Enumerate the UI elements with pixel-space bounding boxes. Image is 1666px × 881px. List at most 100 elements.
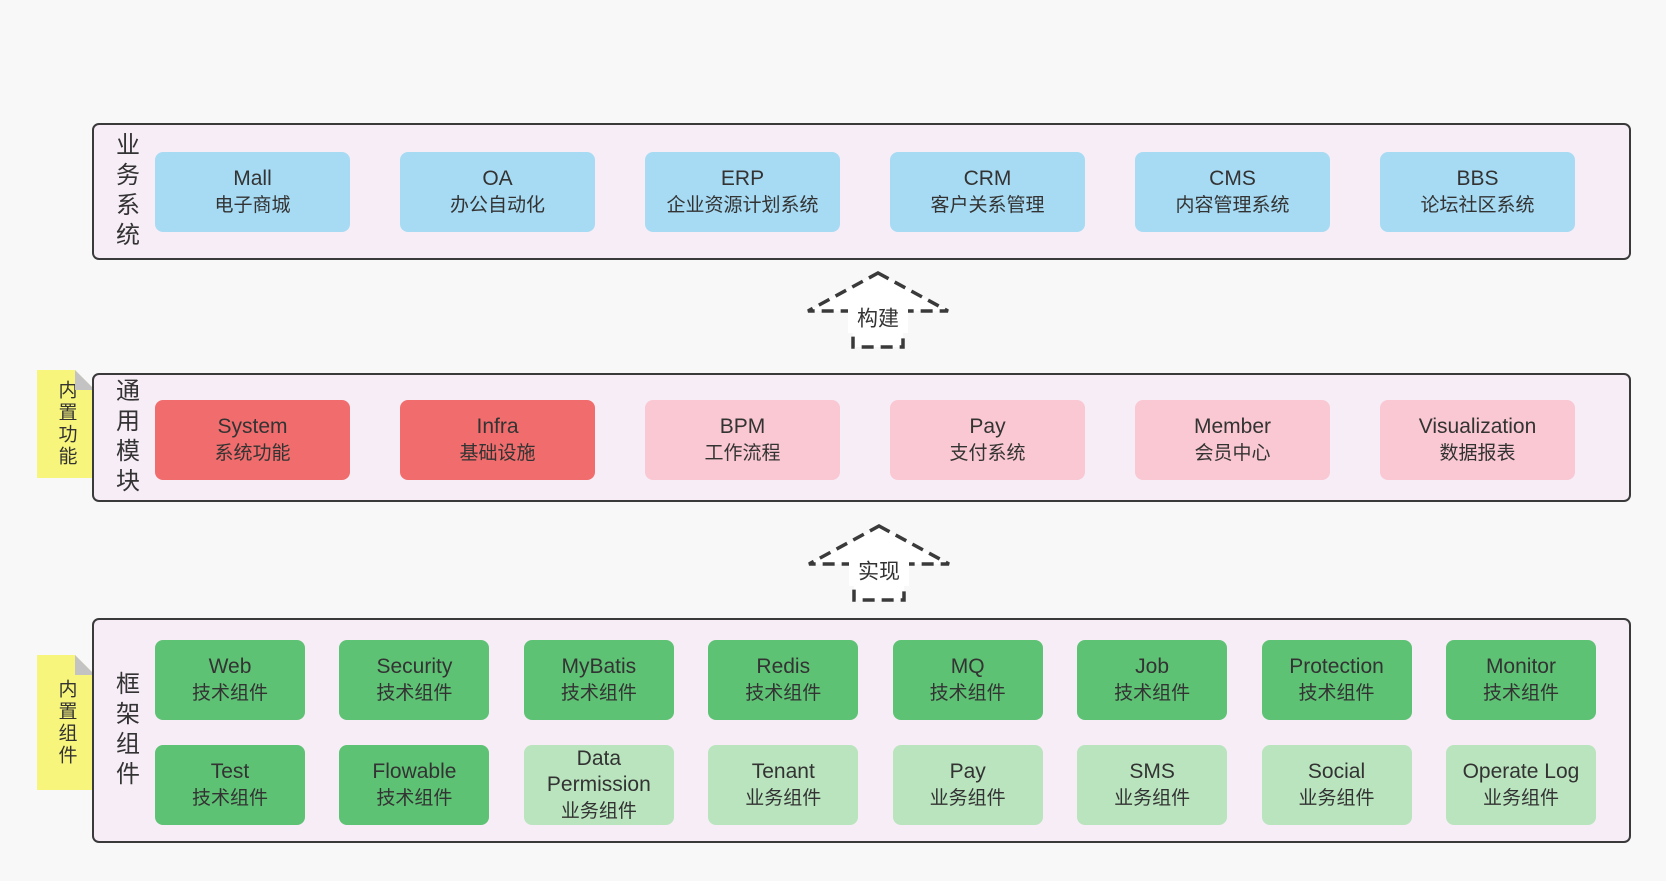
module-box-bpm: BPM 工作流程 [645,400,840,480]
box-subtitle: 技术组件 [1482,683,1559,705]
box-subtitle: 工作流程 [704,443,781,465]
box-subtitle: 技术组件 [1298,683,1375,705]
box-title: Mall [233,167,272,190]
folded-corner-icon [75,655,95,675]
box-subtitle: 技术组件 [560,683,637,705]
box-subtitle: 技术组件 [745,683,822,705]
box-title: CMS [1209,167,1256,190]
box-title: BBS [1456,167,1499,190]
box-subtitle: 业务组件 [1298,788,1375,810]
box-title: OA [482,167,513,190]
band-boxes-row-1: Web 技术组件 Security 技术组件 MyBatis 技术组件 Redi… [155,640,1596,720]
band-label: 业务系统 [111,131,139,252]
box-subtitle: 技术组件 [191,683,268,705]
box-title: MyBatis [561,655,637,678]
box-title: Tenant [751,760,815,783]
box-subtitle: 技术组件 [191,788,268,810]
box-title: ERP [720,167,765,190]
arrow-label: 实现 [858,561,900,584]
box-title: Web [208,655,252,678]
component-box-monitor: Monitor 技术组件 [1445,640,1596,720]
box-title: System [217,415,288,438]
box-subtitle: 办公自动化 [449,195,545,217]
arrow-implement-up: 实现 [808,524,950,602]
box-title: Member [1193,415,1272,438]
module-box-member: Member 会员中心 [1135,400,1330,480]
component-box-tenant: Tenant 业务组件 [708,745,859,825]
component-box-security: Security 技术组件 [339,640,490,720]
box-subtitle: 业务组件 [1114,788,1191,810]
sticky-label: 内置组件 [55,678,77,767]
module-box-erp: ERP 企业资源计划系统 [645,152,840,232]
module-box-mall: Mall 电子商城 [155,152,350,232]
box-title: CRM [963,167,1012,190]
box-subtitle: 技术组件 [376,683,453,705]
box-title: Visualization [1418,415,1537,438]
box-subtitle: 会员中心 [1194,443,1271,465]
component-box-mybatis: MyBatis 技术组件 [523,640,674,720]
component-box-test: Test 技术组件 [155,745,305,825]
box-subtitle: 内容管理系统 [1175,195,1290,217]
component-box-flowable: Flowable 技术组件 [339,745,490,825]
component-box-protection: Protection 技术组件 [1261,640,1412,720]
folded-corner-icon [75,370,95,390]
box-subtitle: 基础设施 [459,443,536,465]
band-boxes: System 系统功能 Infra 基础设施 BPM 工作流程 Pay 支付系统… [155,400,1575,480]
band-boxes-row-2: Test 技术组件 Flowable 技术组件 Data Permission … [155,745,1596,825]
component-box-operate-log: Operate Log 业务组件 [1445,745,1596,825]
component-box-data-permission: Data Permission 业务组件 [523,745,674,825]
component-box-social: Social 业务组件 [1261,745,1412,825]
sticky-label: 内置功能 [55,380,77,468]
component-box-job: Job 技术组件 [1077,640,1228,720]
box-subtitle: 支付系统 [949,443,1026,465]
sticky-note-built-in-features: 内置功能 [37,370,95,478]
box-subtitle: 电子商城 [214,195,291,217]
box-title: Job [1135,655,1170,678]
box-title: Pay [949,760,986,783]
box-title: Security [376,655,453,678]
box-title: Test [210,760,250,783]
module-box-cms: CMS 内容管理系统 [1135,152,1330,232]
box-subtitle: 论坛社区系统 [1420,195,1535,217]
box-title: Flowable [372,760,457,783]
band-label: 框架组件 [111,670,139,791]
box-subtitle: 业务组件 [560,800,637,822]
box-title: MQ [950,655,985,678]
box-subtitle: 业务组件 [1482,788,1559,810]
box-subtitle: 企业资源计划系统 [666,195,819,217]
box-title: BPM [719,415,766,438]
arrow-label: 构建 [857,308,899,331]
component-box-mq: MQ 技术组件 [892,640,1043,720]
box-subtitle: 系统功能 [214,443,291,465]
module-box-visualization: Visualization 数据报表 [1380,400,1575,480]
module-box-crm: CRM 客户关系管理 [890,152,1085,232]
module-box-oa: OA 办公自动化 [400,152,595,232]
box-title: Monitor [1485,655,1556,678]
band-business-systems: 业务系统 Mall 电子商城 OA 办公自动化 ERP 企业资源计划系统 CRM… [92,123,1631,260]
band-label: 通用模块 [111,377,139,498]
box-subtitle: 数据报表 [1439,443,1516,465]
band-boxes: Mall 电子商城 OA 办公自动化 ERP 企业资源计划系统 CRM 客户关系… [155,152,1575,232]
box-title: Social [1307,760,1366,783]
box-title: Pay [969,415,1006,438]
band-framework-components: 框架组件 Web 技术组件 Security 技术组件 MyBatis 技术组件… [92,618,1631,843]
box-subtitle: 技术组件 [1114,683,1191,705]
component-box-web: Web 技术组件 [155,640,305,720]
box-subtitle: 业务组件 [745,788,822,810]
component-box-sms: SMS 业务组件 [1077,745,1228,825]
module-box-pay: Pay 支付系统 [890,400,1085,480]
box-subtitle: 技术组件 [376,788,453,810]
box-title: Redis [756,655,811,678]
box-subtitle: 技术组件 [929,683,1006,705]
module-box-infra: Infra 基础设施 [400,400,595,480]
band-common-modules: 通用模块 System 系统功能 Infra 基础设施 BPM 工作流程 Pay… [92,373,1631,502]
box-title: Infra [476,415,519,438]
arrow-build-up: 构建 [807,271,949,349]
box-title: Operate Log [1462,760,1580,783]
box-title: Protection [1289,655,1384,678]
box-subtitle: 业务组件 [929,788,1006,810]
component-box-redis: Redis 技术组件 [708,640,859,720]
module-box-bbs: BBS 论坛社区系统 [1380,152,1575,232]
module-box-system: System 系统功能 [155,400,350,480]
